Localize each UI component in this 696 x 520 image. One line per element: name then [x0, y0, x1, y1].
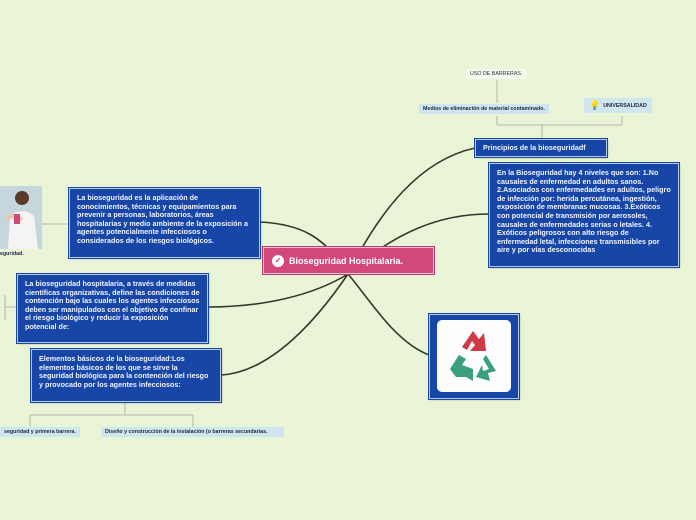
person-caption: eguridad.	[0, 251, 24, 257]
tag-seguridad-label: seguridad y primera barrera.	[4, 429, 76, 435]
principles-node[interactable]: Principios de la bioseguridadf	[475, 139, 607, 157]
tag-diseno-label: Diseño y construcción de la instalación …	[105, 429, 268, 435]
person-icon	[0, 186, 42, 249]
lightbulb-icon: 💡	[589, 100, 600, 111]
tag-medios-label: Medios de eliminación de material contam…	[423, 106, 545, 112]
person-photo[interactable]	[0, 186, 42, 249]
recycle-image	[437, 320, 511, 392]
tag-universalidad-label: UNIVERSALIDAD	[603, 103, 647, 109]
tag-universalidad[interactable]: 💡 UNIVERSALIDAD	[584, 98, 652, 113]
check-circle-icon: ✓	[272, 255, 284, 267]
tag-seguridad-primera-barrera[interactable]: seguridad y primera barrera.	[0, 427, 80, 437]
tag-uso-barreras-label: USO DE BARRERAS.	[470, 71, 522, 77]
definition-node[interactable]: La bioseguridad es la aplicación de cono…	[69, 188, 260, 258]
central-topic[interactable]: ✓ Bioseguridad Hospitalaria.	[263, 247, 434, 274]
recycle-icon	[442, 325, 506, 387]
elements-text: Elementos básicos de la bioseguridad:Los…	[39, 354, 208, 389]
link-central-image	[348, 274, 429, 355]
hospital-text: La bioseguridad hospitalaria, a través d…	[25, 279, 200, 331]
definition-text: La bioseguridad es la aplicación de cono…	[77, 193, 248, 245]
recycle-image-node[interactable]	[429, 314, 519, 399]
tag-diseno-construccion[interactable]: Diseño y construcción de la instalación …	[101, 427, 284, 437]
principles-text: Principios de la bioseguridadf	[483, 143, 586, 152]
hospital-node[interactable]: La bioseguridad hospitalaria, a través d…	[17, 274, 208, 343]
person-caption-text: eguridad.	[0, 251, 24, 257]
link-central-elements	[221, 274, 348, 375]
elements-node[interactable]: Elementos básicos de la bioseguridad:Los…	[31, 349, 221, 402]
central-title: Bioseguridad Hospitalaria.	[289, 256, 403, 266]
levels-node[interactable]: En la Bioseguridad hay 4 niveles que son…	[489, 163, 679, 267]
tag-medios-eliminacion[interactable]: Medios de eliminación de material contam…	[419, 104, 549, 114]
tag-uso-barreras[interactable]: USO DE BARRERAS.	[466, 69, 526, 79]
levels-text: En la Bioseguridad hay 4 niveles que son…	[497, 168, 671, 254]
